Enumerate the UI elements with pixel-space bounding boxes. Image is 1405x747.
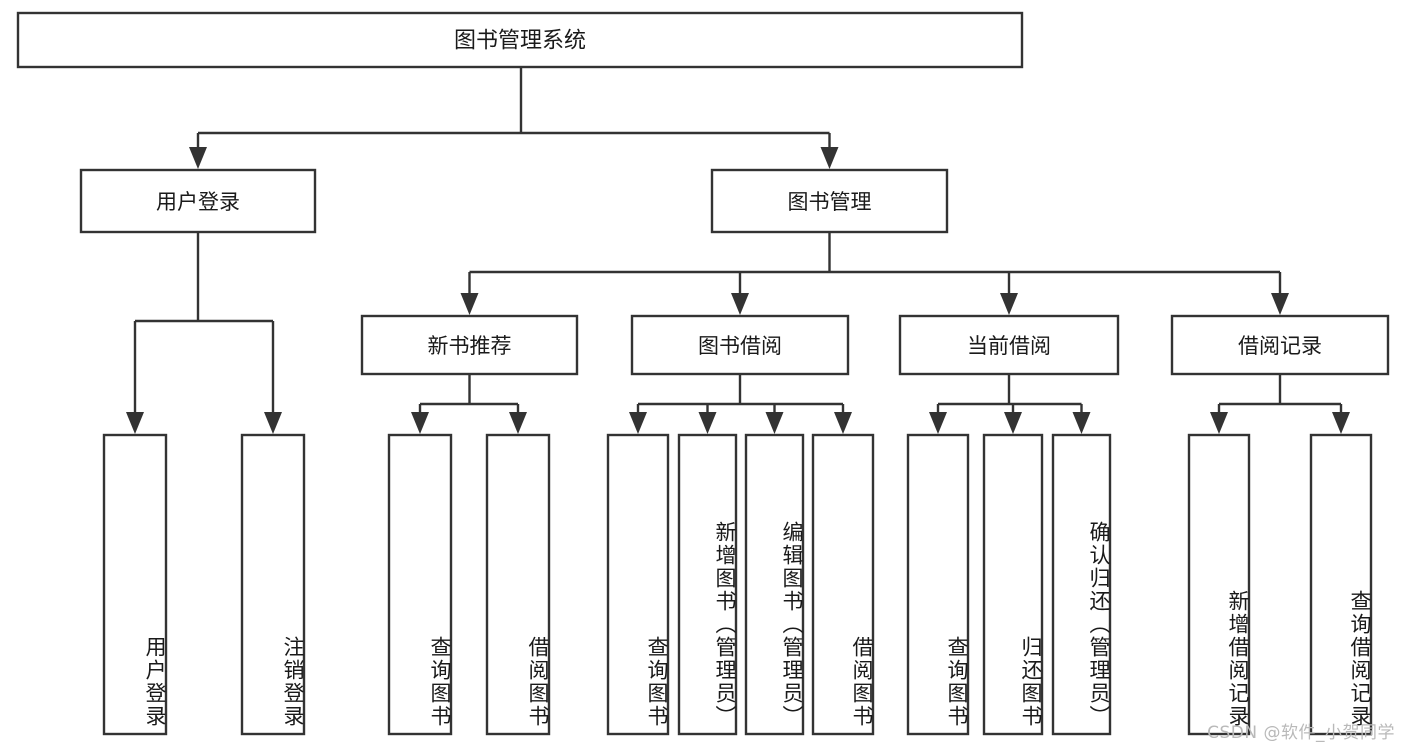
arrow-head-icon-leaf-rec-query [411, 412, 429, 434]
arrow-head-icon-leaf-cur-return [1004, 412, 1022, 434]
node-box-leaf-rec-query[interactable] [387, 433, 453, 736]
node-box-leaf-cur-confirm[interactable] [1051, 433, 1112, 736]
node-label-user-login: 用户登录 [156, 190, 240, 214]
arrow-head-icon-borrow-record [1271, 293, 1289, 315]
arrow-head-icon-leaf-rec-add [1210, 412, 1228, 434]
arrow-head-icon-leaf-borrow-query [629, 412, 647, 434]
arrow-head-icon-book-manage [820, 147, 839, 169]
watermark: CSDN @软件_小贺同学 [1207, 723, 1395, 743]
node-box-leaf-borrow-lend[interactable] [811, 433, 875, 736]
arrow-head-icon-leaf-cur-confirm [1072, 412, 1091, 434]
arrow-head-icon-leaf-rec-borrow [509, 412, 527, 434]
node-box-leaf-user-login[interactable] [102, 433, 168, 736]
arrow-head-icon-user-login [189, 147, 207, 169]
node-label-book-borrow: 图书借阅 [698, 334, 782, 358]
node-box-book-borrow[interactable] [630, 314, 850, 376]
node-label-borrow-record: 借阅记录 [1238, 334, 1322, 358]
node-box-borrow-record[interactable] [1170, 314, 1390, 376]
node-box-leaf-borrow-add[interactable] [677, 433, 738, 736]
node-box-new-book-rec[interactable] [360, 314, 579, 376]
arrow-head-icon-leaf-cur-query [929, 412, 947, 434]
node-box-book-manage[interactable] [710, 168, 949, 234]
node-box-leaf-rec-borrow[interactable] [485, 433, 551, 736]
arrow-head-icon-leaf-user-logout [264, 412, 282, 434]
node-box-root[interactable] [16, 11, 1024, 69]
node-box-leaf-borrow-query[interactable] [606, 433, 670, 736]
node-box-current-borrow[interactable] [898, 314, 1120, 376]
node-box-leaf-rec-add[interactable] [1187, 433, 1251, 736]
arrow-head-icon-current-borrow [1000, 293, 1018, 315]
node-box-leaf-cur-query[interactable] [906, 433, 970, 736]
node-box-leaf-borrow-edit[interactable] [744, 433, 805, 736]
node-label-book-manage: 图书管理 [788, 190, 872, 214]
arrow-head-icon-leaf-borrow-lend [834, 412, 852, 434]
connector-layer [126, 67, 1350, 434]
arrow-head-icon-leaf-borrow-add [698, 412, 717, 434]
node-box-user-login[interactable] [79, 168, 317, 234]
arrow-head-icon-leaf-user-login [126, 412, 144, 434]
arrow-head-icon-new-book-rec [460, 293, 479, 315]
node-box-leaf-rec-query2[interactable] [1309, 433, 1373, 736]
node-box-leaf-user-logout[interactable] [240, 433, 306, 736]
node-label-root: 图书管理系统 [454, 29, 586, 54]
node-label-current-borrow: 当前借阅 [967, 334, 1051, 358]
node-box-leaf-cur-return[interactable] [982, 433, 1044, 736]
arrow-head-icon-leaf-borrow-edit [765, 412, 784, 434]
node-box-layer [16, 11, 1390, 736]
arrow-head-icon-book-borrow [731, 293, 749, 315]
arrow-head-icon-leaf-rec-query2 [1332, 412, 1350, 434]
node-label-new-book-rec: 新书推荐 [428, 334, 512, 358]
